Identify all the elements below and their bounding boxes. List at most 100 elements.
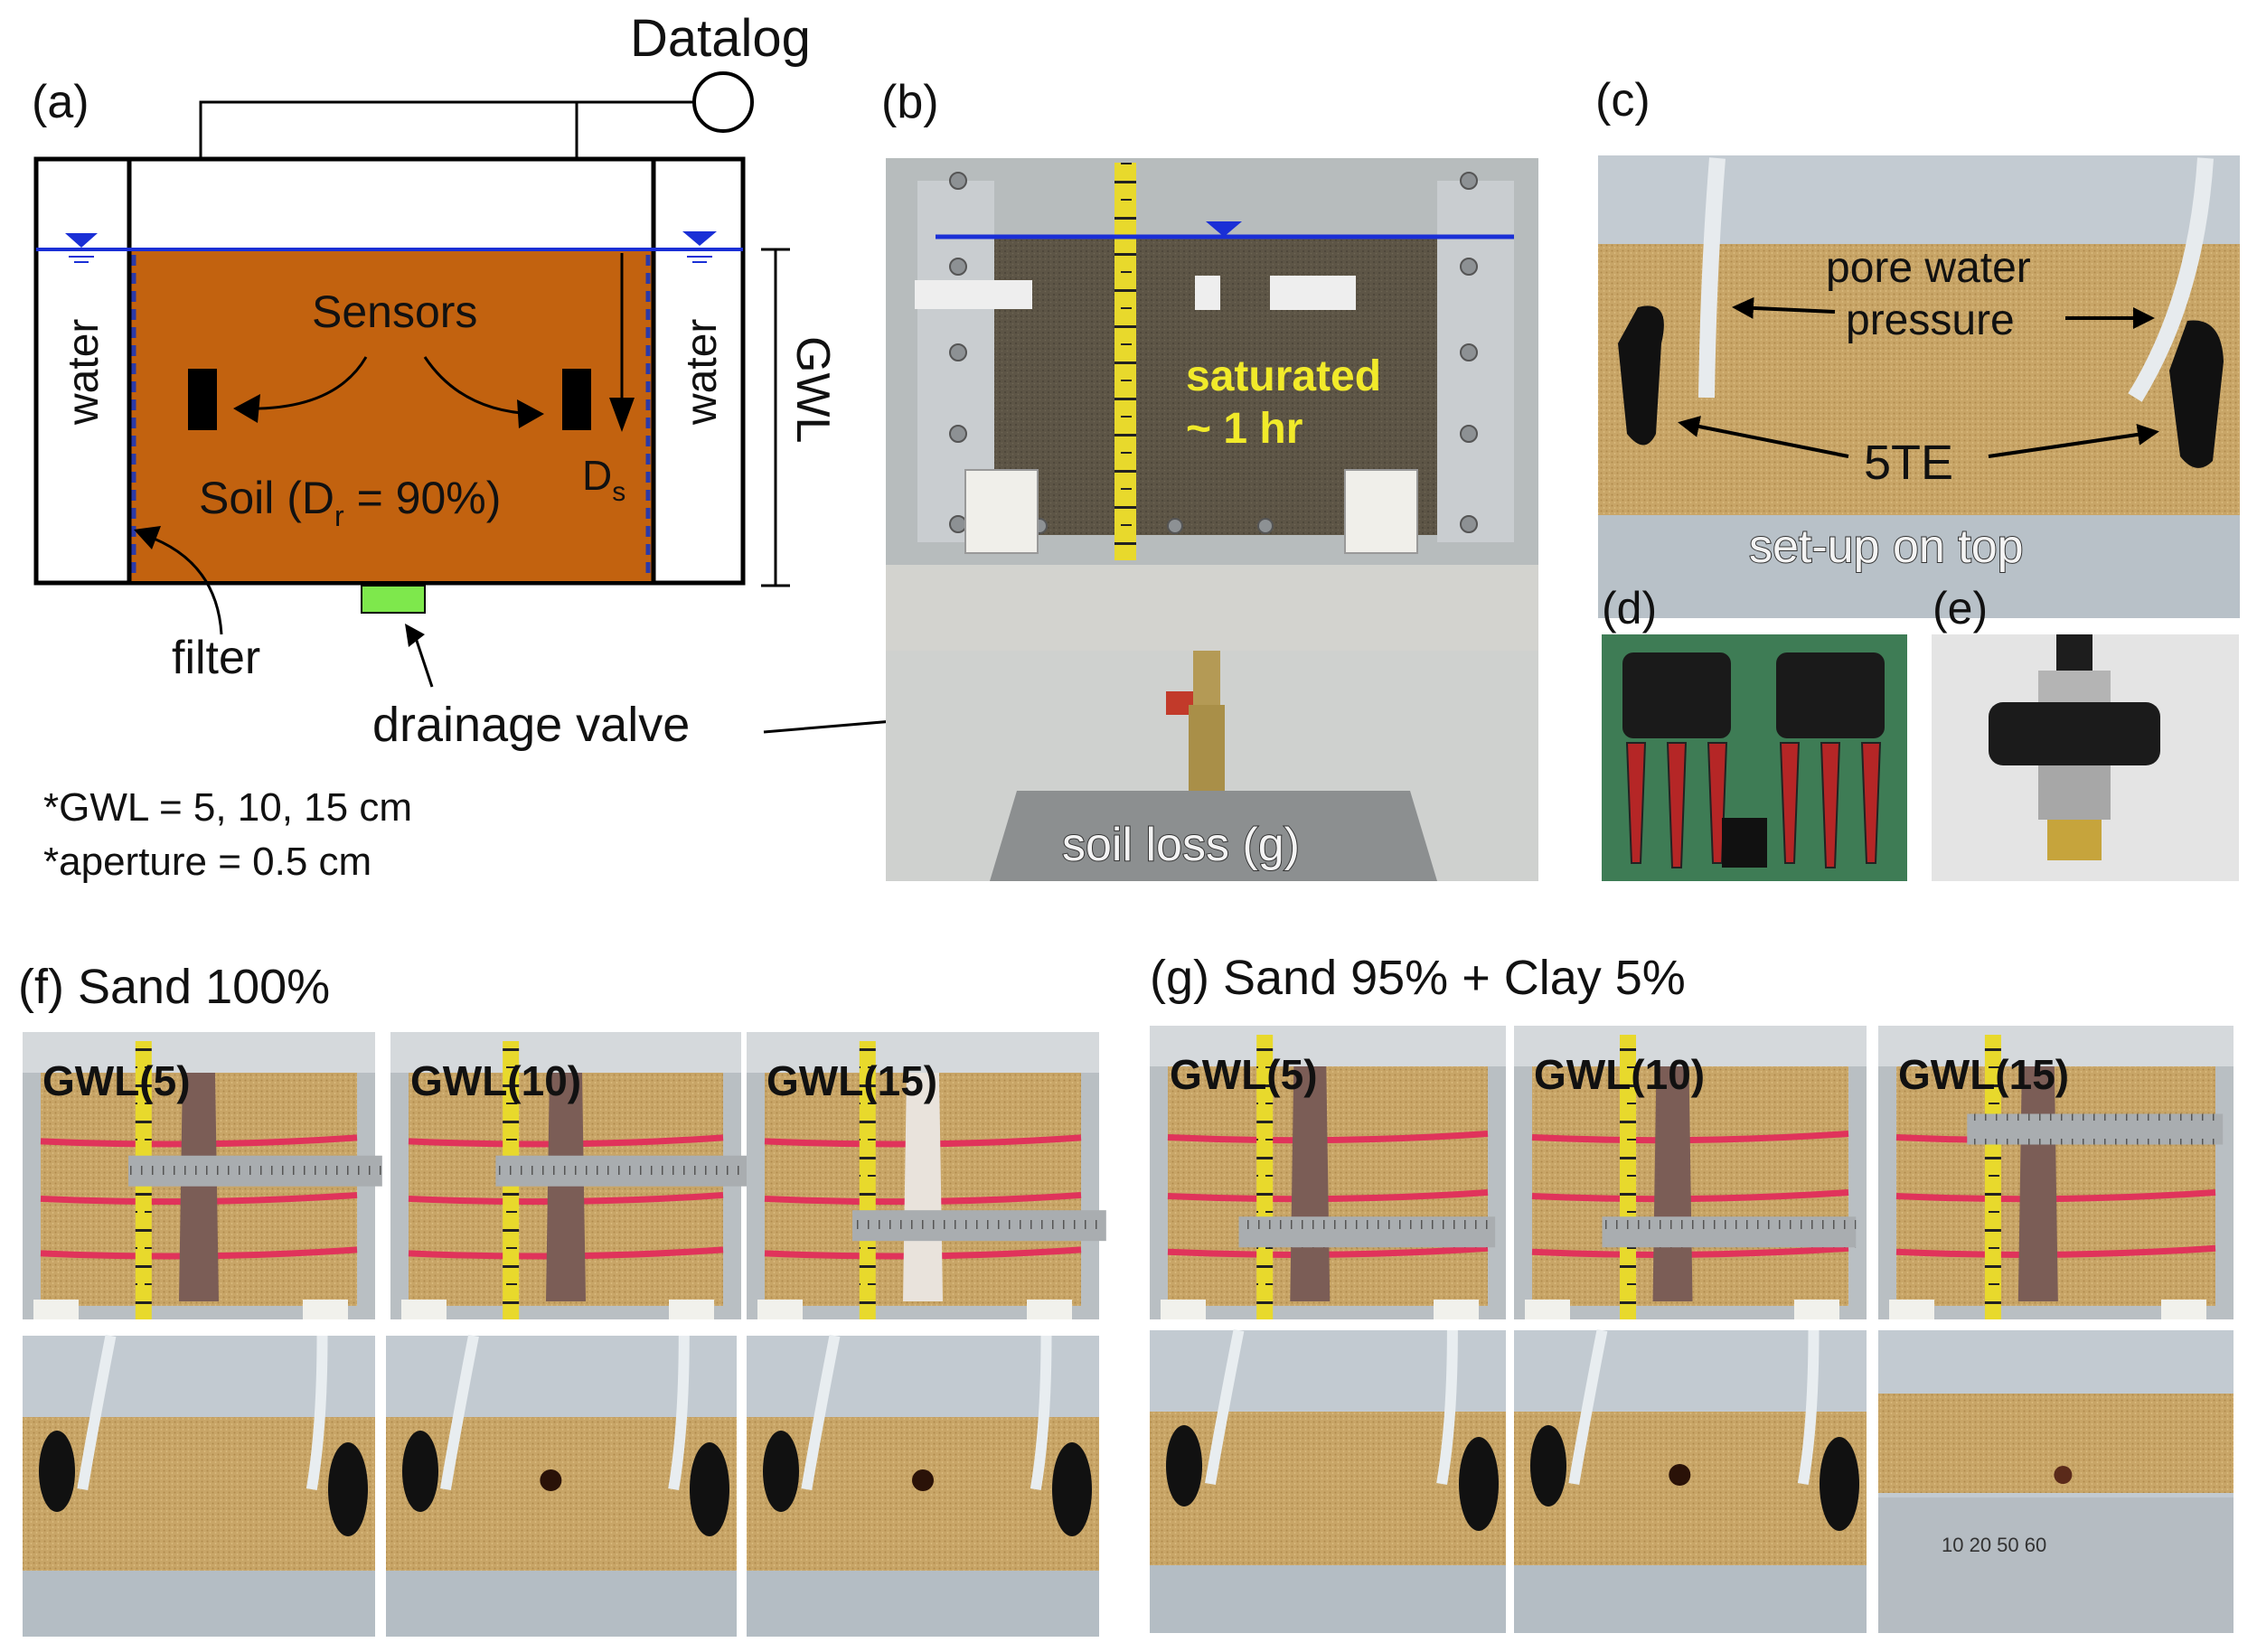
steel-ruler — [852, 1210, 1106, 1242]
filter-arrow — [144, 533, 223, 635]
saturated-time-label: ~ 1 hr — [1186, 405, 1302, 453]
saturated-label: saturated — [1186, 352, 1381, 400]
erosion-channel — [1652, 1066, 1693, 1301]
aperture-hole — [2054, 1466, 2073, 1484]
top-view-tile — [1514, 1328, 1867, 1633]
soil-loss-label: soil loss (g) — [1062, 819, 1300, 871]
collection-tray — [990, 791, 1437, 881]
front-view-tile: GWL(15) — [747, 1032, 1106, 1319]
5te-sensor — [690, 1442, 729, 1536]
steel-ruler — [1967, 1113, 2224, 1145]
front-view-tile: GWL(10) — [390, 1032, 748, 1319]
5te-sensor — [328, 1442, 368, 1536]
sensor-right — [562, 369, 591, 430]
5te-sensor-right — [2169, 320, 2224, 468]
gwl-tile-label: GWL(10) — [410, 1057, 581, 1104]
aperture-hole — [1669, 1464, 1691, 1486]
steel-ruler — [495, 1155, 748, 1187]
drainage-valve-label: drainage valve — [372, 698, 690, 752]
front-view-tile: GWL(10) — [1514, 1026, 1867, 1319]
table-shelf — [886, 565, 1538, 651]
erosion-channel — [546, 1073, 586, 1301]
5te-probe-2 — [1776, 652, 1885, 738]
gwl-tile-label: GWL(15) — [1898, 1051, 2069, 1098]
sensors-label: Sensors — [312, 286, 477, 337]
front-view-tile: GWL(5) — [1150, 1026, 1506, 1319]
valve-body — [1189, 705, 1225, 791]
marker-line — [1167, 1131, 1489, 1144]
panel-c-photo: (c) pore water pressure 5TE set-up on to… — [1595, 74, 2240, 618]
front-view-tile: GWL(15) — [1878, 1026, 2233, 1319]
marker-line — [1531, 1131, 1849, 1144]
svg-text:pressure: pressure — [1846, 296, 2015, 344]
gwl-tile-label: GWL(10) — [1534, 1051, 1705, 1098]
panel-f-title: (f) Sand 100% — [18, 960, 330, 1014]
gwl-label: GWL — [786, 336, 839, 443]
panel-f: (f) Sand 100% GWL(5) GWL(10) GWL(15) — [18, 960, 1106, 1637]
panel-d-label: (d) — [1602, 583, 1657, 634]
panel-g-title: (g) Sand 95% + Clay 5% — [1150, 951, 1686, 1005]
5te-sensor — [763, 1431, 799, 1512]
water-label-right: water — [678, 319, 726, 426]
panel-g-top-views: 10 20 50 60 — [1150, 1328, 2233, 1633]
measuring-tape — [1114, 163, 1136, 560]
gwl-tile-label: GWL(5) — [1170, 1051, 1318, 1098]
water-level-symbol-left — [65, 233, 98, 263]
5te-sensor-left — [1618, 305, 1664, 446]
panel-e-photo: (e) — [1932, 583, 2239, 881]
measuring-tape — [859, 1041, 876, 1319]
5te-sensor — [1530, 1425, 1566, 1507]
erosion-channel — [903, 1073, 943, 1301]
panel-c-label: (c) — [1595, 74, 1650, 127]
note-gwl: *GWL = 5, 10, 15 cm — [43, 785, 412, 830]
erosion-channel — [179, 1073, 219, 1301]
ds-label: Ds — [582, 452, 625, 507]
panel-e-label: (e) — [1933, 583, 1988, 634]
erosion-channel — [1290, 1066, 1331, 1301]
aperture-hole — [540, 1469, 562, 1491]
panel-d-photo: (d) — [1602, 583, 1907, 881]
measuring-tape — [1620, 1035, 1636, 1319]
panel-b-photo: (b) saturated ~ 1 hr soil loss (g) — [881, 76, 1538, 881]
measuring-tape — [1256, 1035, 1274, 1319]
pressure-transducer-body — [1989, 702, 2160, 765]
panel-a-schematic: (a) Datalog water water Sensors — [32, 9, 1141, 884]
setup-label: set-up on top — [1749, 521, 2024, 573]
5te-sensor — [1052, 1442, 1092, 1536]
5te-sensor — [1459, 1437, 1499, 1531]
drainage-valve-box — [361, 585, 426, 614]
aperture-hole — [912, 1469, 934, 1491]
5te-label: 5TE — [1864, 436, 1953, 490]
steel-ruler — [128, 1155, 382, 1187]
water-level-symbol-right — [682, 231, 717, 263]
sensor-arrow-right — [423, 356, 534, 416]
sensor-arrow-left — [241, 356, 368, 410]
filter-label: filter — [172, 632, 260, 684]
pore-water-label: pore water — [1826, 244, 2031, 292]
top-view-tile — [386, 1334, 737, 1637]
5te-probe-1 — [1622, 652, 1731, 738]
soil-label: Soil (Dr = 90%) — [199, 473, 501, 532]
scale-ticks: 10 20 50 60 — [1942, 1534, 2046, 1556]
top-view-tile — [1150, 1328, 1506, 1633]
top-view-tile: 10 20 50 60 — [1878, 1330, 2233, 1633]
panel-g: (g) Sand 95% + Clay 5% GWL(5)GWL(10)GWL(… — [1150, 951, 2233, 1633]
5te-sensor — [39, 1431, 75, 1512]
measuring-tape — [1984, 1035, 2001, 1319]
5te-sensor — [1166, 1425, 1202, 1507]
panel-a-label: (a) — [32, 76, 89, 128]
steel-ruler — [1238, 1216, 1496, 1248]
5te-sensor — [1820, 1437, 1859, 1531]
note-aperture: *aperture = 0.5 cm — [43, 840, 371, 884]
panel-g-front-views: GWL(5) GWL(10) GWL(15) — [1150, 1026, 2233, 1319]
panel-f-top-views — [23, 1334, 1099, 1637]
datalog-label: Datalog — [630, 9, 811, 68]
front-view-tile: GWL(5) — [23, 1032, 382, 1319]
gwl-tile-label: GWL(5) — [42, 1057, 191, 1104]
top-view-tile — [23, 1334, 375, 1637]
sensor-left — [188, 369, 217, 430]
top-view-tile — [747, 1334, 1099, 1637]
panel-f-front-views: GWL(5) GWL(10) GWL(15) — [23, 1032, 1106, 1319]
datalogger-icon — [692, 71, 754, 133]
